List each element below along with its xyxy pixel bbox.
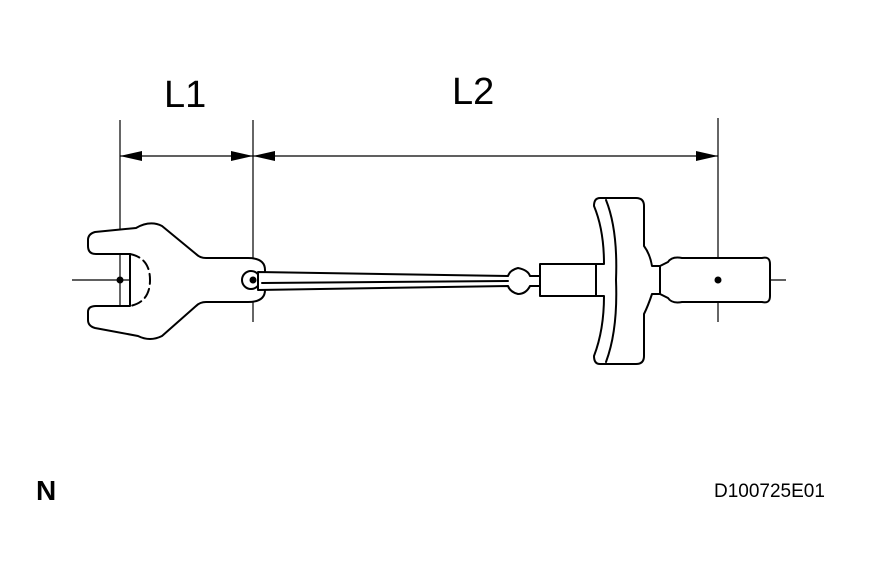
l1-label: L1 <box>164 74 206 116</box>
corner-label: N <box>36 475 56 506</box>
open-end-wrench-icon <box>87 222 266 340</box>
torque-wrench-icon <box>257 197 771 365</box>
dimension-arrow-icon <box>120 151 718 161</box>
figure-code: D100725E01 <box>714 481 825 502</box>
l2-label: L2 <box>452 71 494 113</box>
